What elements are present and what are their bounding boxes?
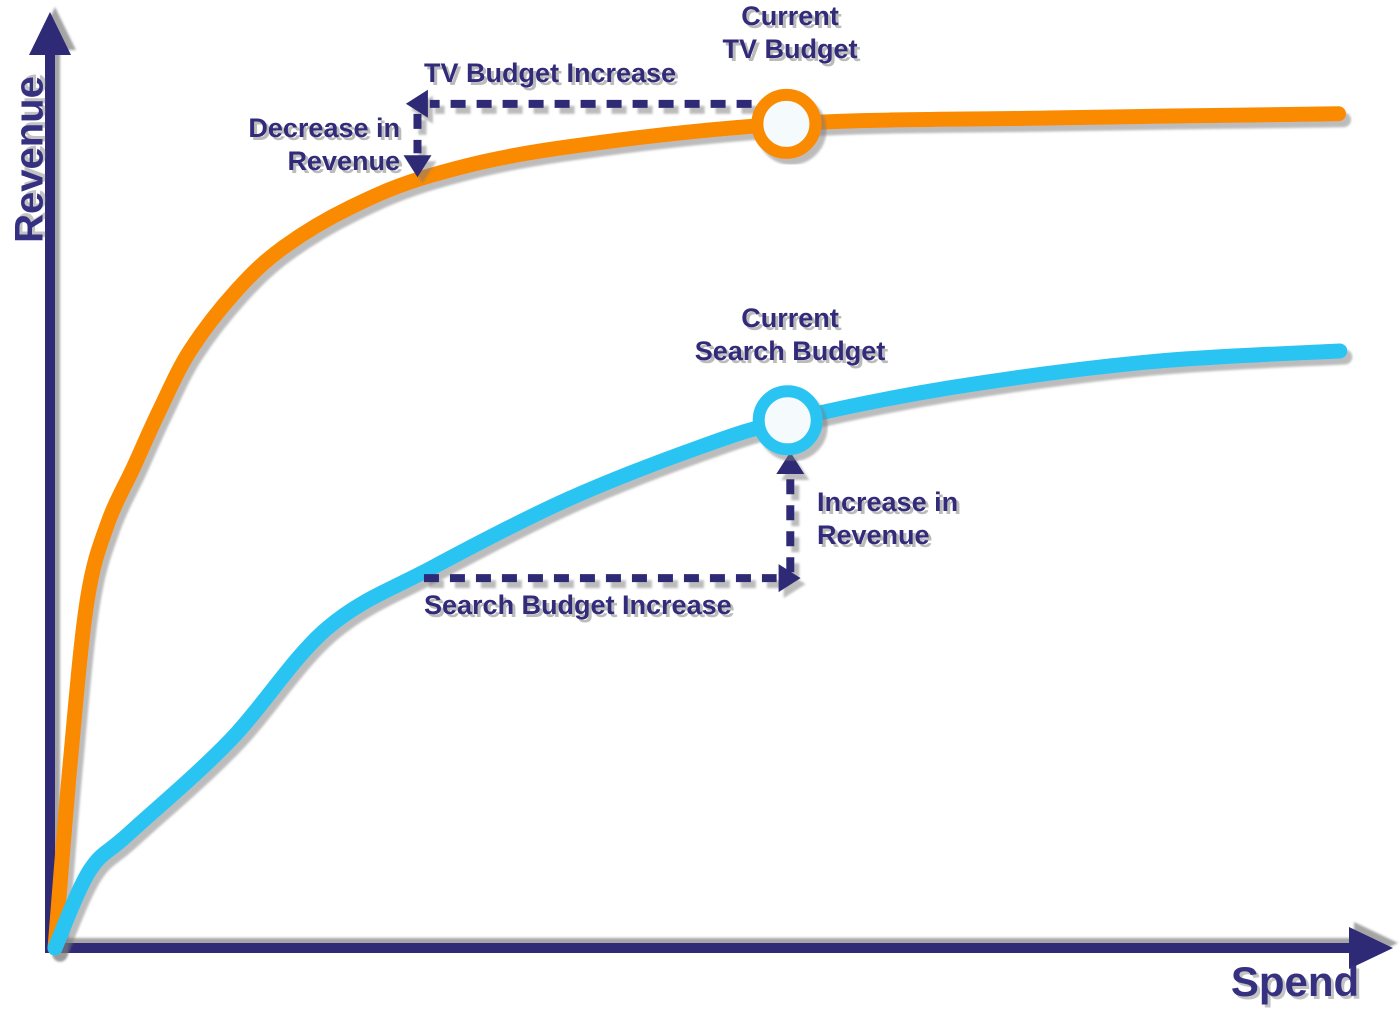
- increase-in-revenue-label-line2: Revenue: [817, 520, 930, 550]
- tv-revenue-drop-arrow-head-icon: [403, 155, 432, 178]
- x-axis-arrowhead-icon: [1349, 927, 1393, 969]
- decrease-in-revenue-label: Decrease in Revenue: [200, 112, 400, 178]
- x-axis-label-spend: Spend: [1230, 958, 1360, 1005]
- dashed-annotation-arrows: [403, 89, 805, 593]
- y-axis-arrowhead-icon: [29, 12, 71, 55]
- current-search-budget-label-line1: Current: [741, 303, 839, 333]
- increase-in-revenue-label: Increase in Revenue: [817, 486, 958, 552]
- tv-budget-increase-label: TV Budget Increase: [424, 58, 677, 88]
- search-budget-span-arrow-head-icon: [778, 564, 801, 593]
- decrease-in-revenue-label-line2: Revenue: [287, 146, 400, 176]
- axes: [29, 12, 1393, 969]
- current-tv-budget-marker: [751, 88, 822, 159]
- y-axis-label-revenue: Revenue: [7, 76, 52, 243]
- decrease-in-revenue-label-line1: Decrease in: [248, 113, 400, 143]
- increase-in-revenue-label-line1: Increase in: [817, 487, 959, 517]
- curves: [47, 106, 1348, 956]
- current-tv-budget-label-line1: Current: [741, 1, 839, 31]
- search-revenue-gain-arrow-head-icon: [776, 452, 805, 474]
- current-search-budget-label-line2: Search Budget: [694, 336, 886, 366]
- current-search-budget-label: Current Search Budget: [640, 302, 940, 368]
- current-search-budget-marker: [752, 385, 823, 456]
- current-tv-budget-label: Current TV Budget: [640, 0, 940, 66]
- search-budget-increase-label: Search Budget Increase: [424, 590, 732, 620]
- tv-budget-span-arrow-head-icon: [405, 89, 428, 118]
- curve-tv: [47, 106, 1346, 956]
- current-tv-budget-label-line2: TV Budget: [722, 34, 858, 64]
- curve-search: [47, 343, 1348, 956]
- budget-markers: [751, 88, 823, 456]
